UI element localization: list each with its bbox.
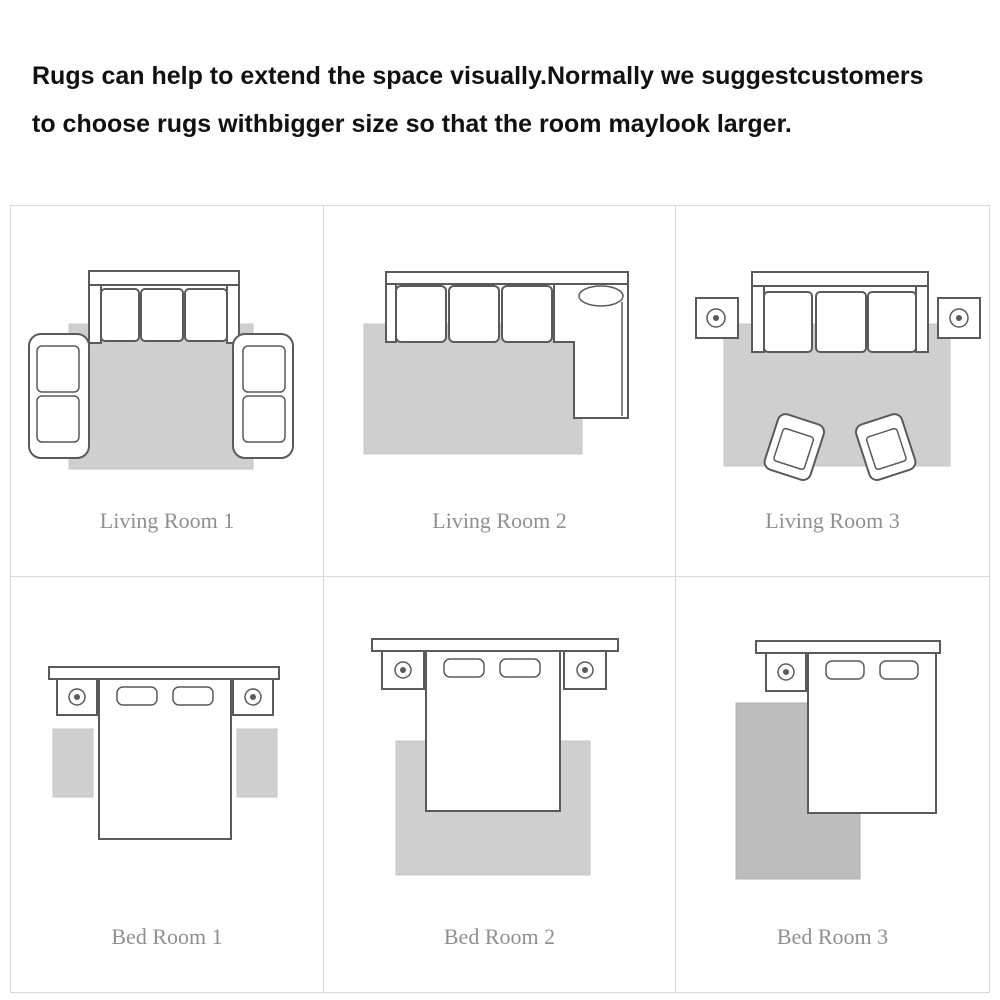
sofa-cushion — [867, 291, 917, 353]
sofa-back — [385, 271, 629, 285]
panel-bed-room-2: Bed Room 2 — [323, 576, 676, 993]
panel-caption: Living Room 2 — [432, 508, 567, 533]
sofa-arm-left — [88, 284, 102, 344]
sofa-arm-right — [226, 284, 240, 344]
armchair-right — [854, 413, 917, 481]
panel-caption: Bed Room 2 — [443, 924, 556, 949]
panel-bed-room-3: Bed Room 3 — [675, 576, 990, 993]
nightstand-right — [563, 650, 607, 690]
chaise-pillow — [578, 285, 624, 307]
sofa-arm-right — [915, 285, 929, 353]
living-room-2-illustration — [363, 271, 629, 455]
pillow — [116, 686, 158, 706]
panel-living-room-3: Living Room 3 — [675, 205, 990, 577]
loveseat-cushion — [242, 395, 286, 443]
panel-living-room-2: Living Room 2 — [323, 205, 676, 577]
bed-room-2-illustration — [371, 638, 619, 876]
armchair-left — [763, 413, 826, 481]
bed — [807, 652, 937, 814]
headline-line-1: Rugs can help to extend the space visual… — [32, 62, 924, 90]
sofa-back — [88, 270, 240, 286]
room-layout-grid: Living Room 1 Living Room 2 — [10, 205, 990, 993]
side-table-left — [695, 297, 739, 339]
sofa-cushion — [501, 285, 553, 343]
headboard — [48, 666, 280, 680]
sofa-cushion — [184, 288, 228, 342]
rug — [68, 323, 254, 470]
loveseat-cushion — [242, 345, 286, 393]
headline-text: Rugs can help to extend the space visual… — [32, 52, 982, 148]
headboard — [371, 638, 619, 652]
headboard — [755, 640, 941, 654]
bed — [98, 678, 232, 840]
panel-caption: Bed Room 1 — [111, 924, 223, 949]
sofa-cushion — [100, 288, 140, 342]
pillow — [443, 658, 485, 678]
sofa-cushion — [395, 285, 447, 343]
pillow — [172, 686, 214, 706]
bed-room-3-illustration — [735, 640, 941, 880]
panel-living-room-1: Living Room 1 — [10, 205, 324, 577]
headline-line-2: to choose rugs withbigger size so that t… — [32, 110, 792, 138]
panel-caption: Bed Room 3 — [776, 924, 889, 949]
sofa-back — [751, 271, 929, 287]
pillow — [879, 660, 919, 680]
sofa-cushion — [140, 288, 184, 342]
loveseat-cushion — [36, 345, 80, 393]
panel-caption: Living Room 1 — [99, 508, 235, 533]
sofa-cushion — [763, 291, 813, 353]
pillow — [499, 658, 541, 678]
rug-bedside-left — [52, 728, 94, 798]
sofa-arm — [385, 283, 397, 343]
bed — [425, 650, 561, 812]
pillow — [825, 660, 865, 680]
panel-bed-room-1: Bed Room 1 — [10, 576, 324, 993]
rug-bedside-right — [236, 728, 278, 798]
sofa-arm-left — [751, 285, 765, 353]
sofa-cushion — [815, 291, 867, 353]
sofa-cushion — [448, 285, 500, 343]
living-room-1-illustration — [28, 270, 294, 470]
rug — [363, 323, 583, 455]
loveseat-cushion — [36, 395, 80, 443]
living-room-3-illustration — [695, 271, 981, 481]
chaise-lounge — [553, 283, 629, 419]
bed-room-1-illustration — [48, 666, 280, 840]
panel-caption: Living Room 3 — [765, 508, 900, 533]
